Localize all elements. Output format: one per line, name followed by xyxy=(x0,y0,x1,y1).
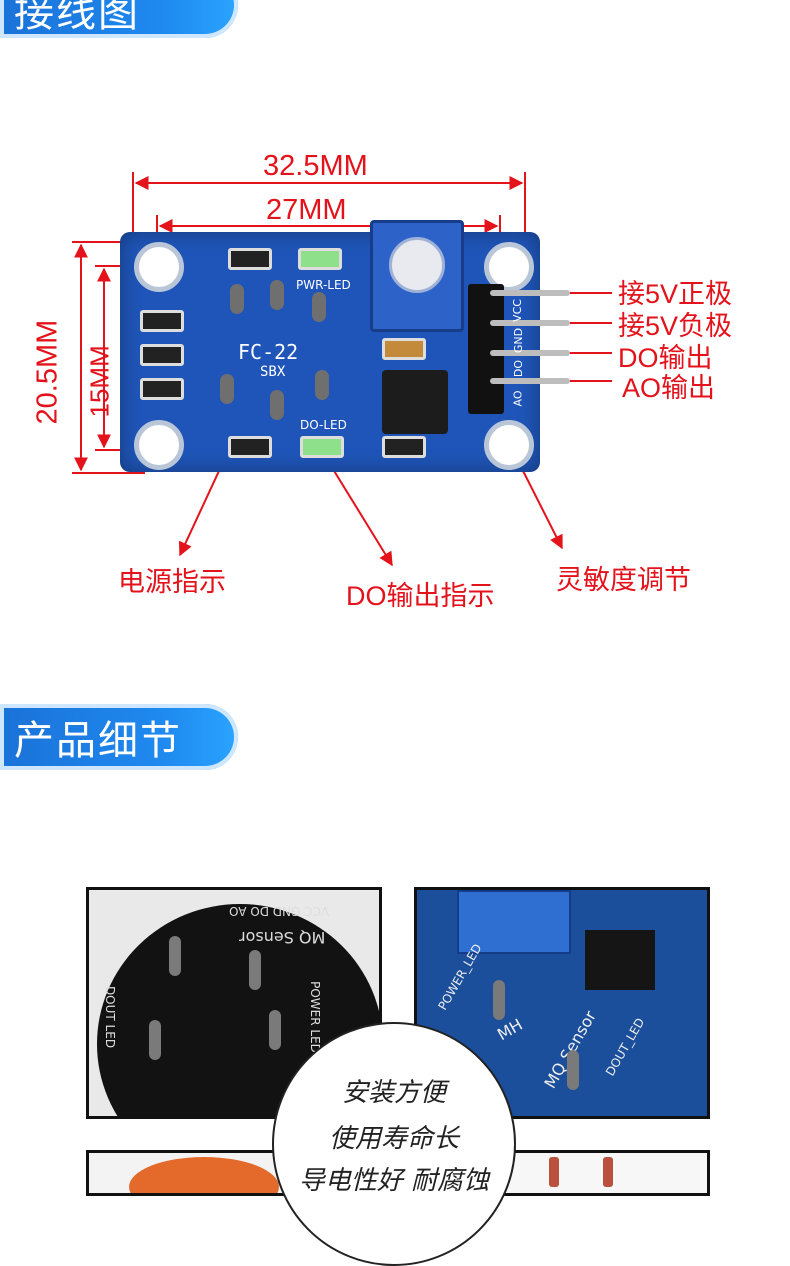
resistor xyxy=(228,248,272,270)
sensor-pin xyxy=(312,292,326,322)
photo-sensor-front: POWER_LED MH MQ Sensor DOUT_LED xyxy=(414,887,710,1119)
potentiometer-knob[interactable] xyxy=(389,237,445,293)
photo-right-dout-led: DOUT_LED xyxy=(603,1015,648,1079)
board-model-label: FC-22 xyxy=(238,340,299,364)
pin-label-ao: AO xyxy=(511,390,525,407)
dimension-outer-height: 20.5MM xyxy=(31,319,64,425)
photo-left-dout-led: DOUT LED xyxy=(103,985,118,1049)
board-sub-label: SBX xyxy=(260,364,286,380)
led-power xyxy=(298,248,342,270)
section-banner-details: 产品细节 xyxy=(0,704,238,770)
header-pin-gnd[interactable] xyxy=(490,320,570,326)
feature-bubble: 安装方便 使用寿命长 导电性好 耐腐蚀 xyxy=(272,1022,516,1266)
header-pin-vcc[interactable] xyxy=(490,290,570,296)
feature-line-1: 安装方便 xyxy=(341,1078,446,1108)
mount-hole-tr xyxy=(484,242,534,292)
callout-do: DO输出 xyxy=(618,343,713,373)
pin-header xyxy=(468,284,504,414)
sensor-pin xyxy=(493,980,505,1020)
section-title-wiring: 接线图 xyxy=(14,0,140,36)
dimension-inner-height: 15MM xyxy=(84,345,115,418)
callout-sensitivity: 灵敏度调节 xyxy=(556,565,691,595)
pin-label-vcc: VCC xyxy=(510,299,524,322)
feature-line-3: 导电性好 耐腐蚀 xyxy=(298,1166,490,1196)
photo-potentiometer xyxy=(457,890,571,954)
comparator-chip xyxy=(382,370,448,434)
photo-orange-sensor xyxy=(129,1157,279,1193)
section-banner-wiring: 接线图 xyxy=(0,0,238,38)
pin-label-gnd: GND xyxy=(512,327,526,354)
photo-component-leg xyxy=(549,1157,559,1187)
resistor xyxy=(140,378,184,400)
led-do xyxy=(300,436,344,458)
section-title-details: 产品细节 xyxy=(14,718,182,764)
header-pin-ao[interactable] xyxy=(490,378,570,384)
sensor-pin xyxy=(567,1050,579,1090)
callout-do-indicator: DO输出指示 xyxy=(346,581,495,611)
sensor-pin xyxy=(270,280,284,310)
photo-left-sensor-label: MQ Sensor xyxy=(239,928,326,947)
sensor-pin xyxy=(249,950,261,990)
resistor xyxy=(382,436,426,458)
mount-hole-bl xyxy=(134,420,184,470)
mount-hole-br xyxy=(484,420,534,470)
sensor-board: PWR-LED FC-22 SBX DO-LED VCC GND DO AO xyxy=(120,220,570,472)
feature-line-2: 使用寿命长 xyxy=(328,1124,459,1154)
photo-chip xyxy=(585,930,655,990)
potentiometer[interactable] xyxy=(370,220,464,332)
resistor xyxy=(140,344,184,366)
dimension-inner-width: 27MM xyxy=(266,194,347,226)
header-pin-do[interactable] xyxy=(490,350,570,356)
dimension-outer-width: 32.5MM xyxy=(263,150,368,182)
sensor-pin xyxy=(270,390,284,420)
capacitor xyxy=(382,338,426,360)
pin-label-do: DO xyxy=(512,359,526,378)
mount-hole-tl xyxy=(134,242,184,292)
resistor xyxy=(140,310,184,332)
do-led-label: DO-LED xyxy=(300,418,347,432)
photo-left-power-led: POWER LED xyxy=(307,981,322,1053)
photo-left-top-labels: VCC GND DO AO xyxy=(229,904,330,918)
sensor-pin xyxy=(220,374,234,404)
sensor-pin xyxy=(269,1010,281,1050)
callout-ao: AO输出 xyxy=(622,373,716,403)
photo-component-leg xyxy=(603,1157,613,1187)
sensor-pin xyxy=(149,1020,161,1060)
callout-power-indicator: 电源指示 xyxy=(118,567,226,597)
pwr-led-label: PWR-LED xyxy=(296,278,351,292)
sensor-pin xyxy=(230,284,244,314)
callout-vcc: 接5V正极 xyxy=(618,279,733,309)
callout-gnd: 接5V负极 xyxy=(618,311,733,341)
resistor xyxy=(228,436,272,458)
sensor-pin xyxy=(315,370,329,400)
sensor-pin xyxy=(169,936,181,976)
